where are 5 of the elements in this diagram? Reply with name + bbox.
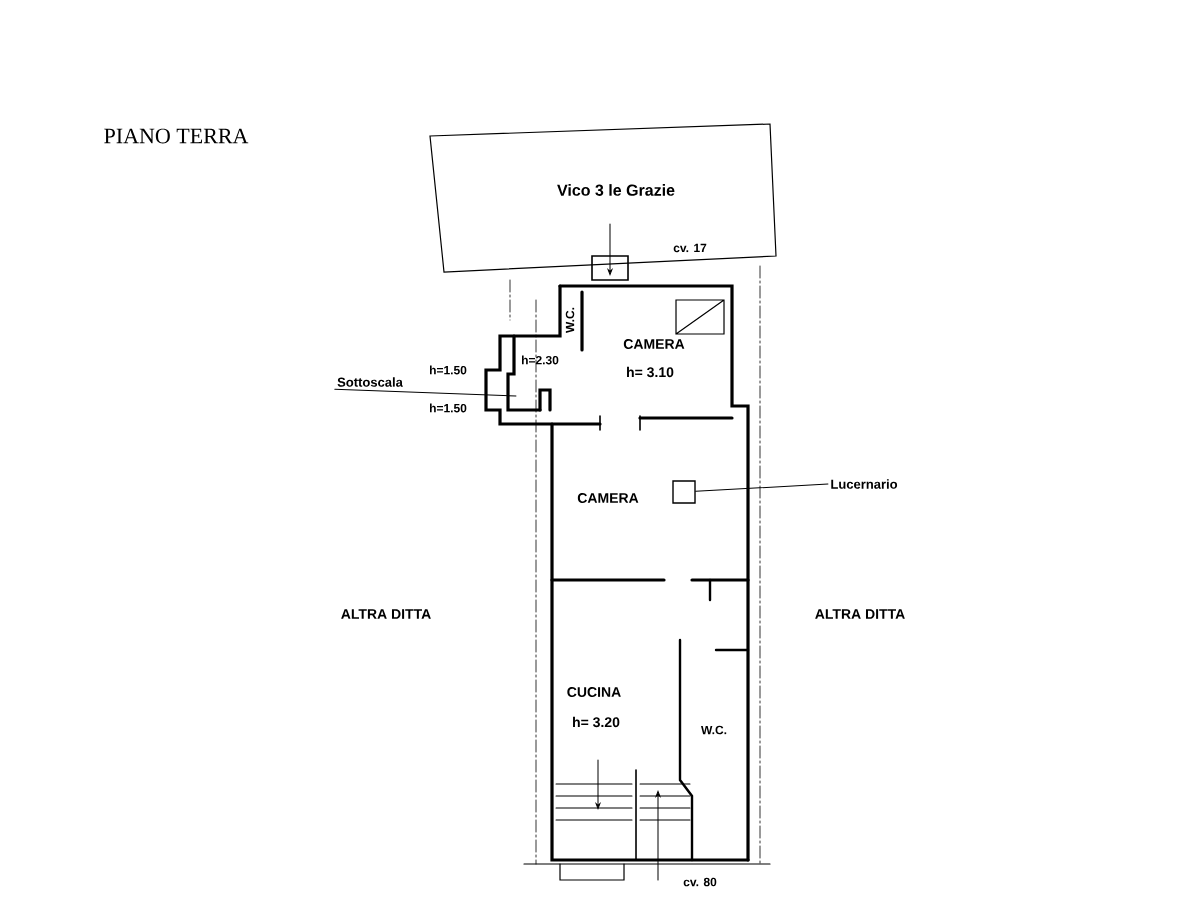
title: PIANO TERRA <box>104 128 249 144</box>
skylight-square <box>672 480 696 504</box>
street-name: Vico 3 le Grazie <box>557 184 675 196</box>
leader-line <box>695 483 829 492</box>
leader-line <box>334 388 517 397</box>
